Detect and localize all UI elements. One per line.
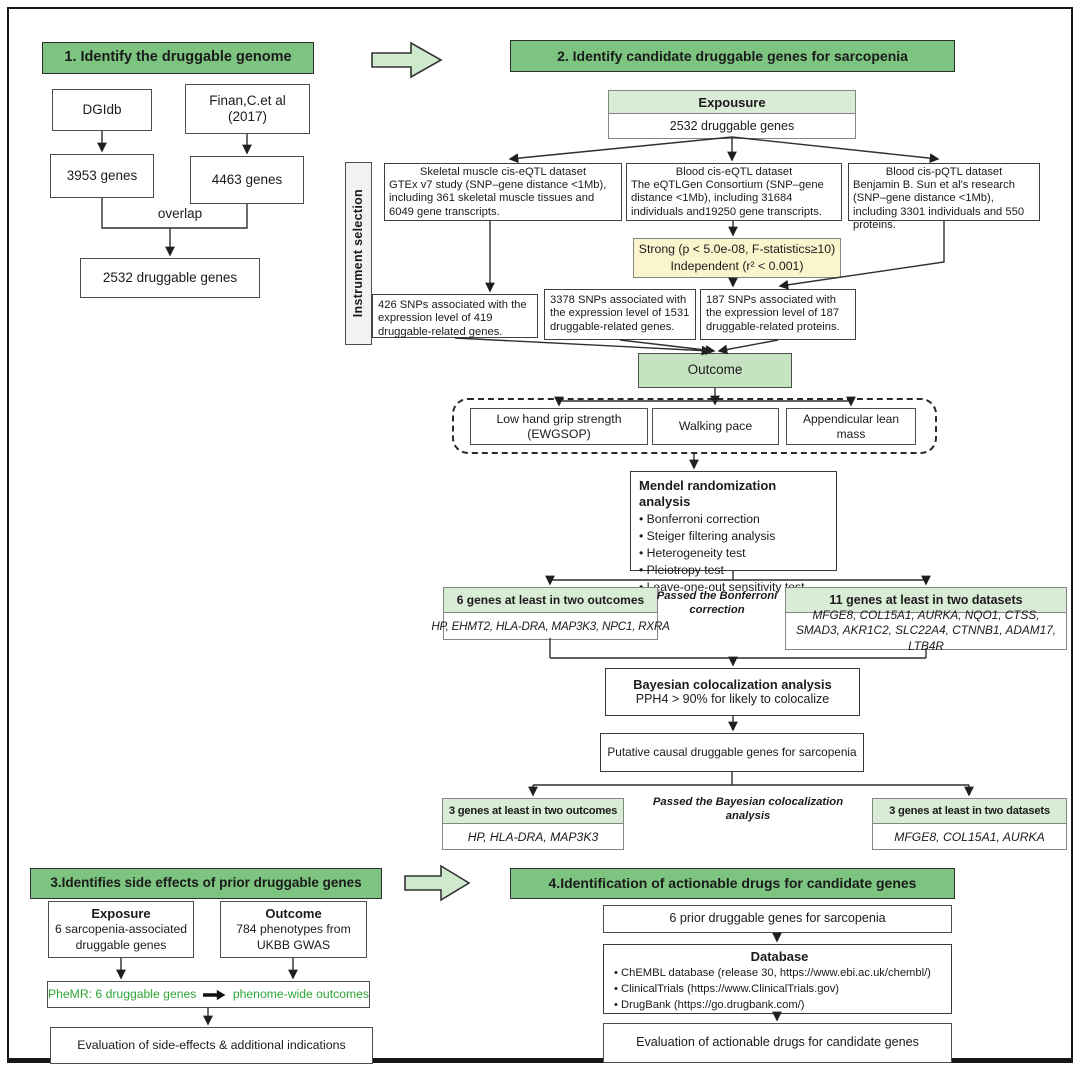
bayesian-colocalization-box: Bayesian colocalization analysis PPH4 > … — [605, 668, 860, 716]
genes6-header: 6 genes at least in two outcomes — [444, 588, 657, 613]
instrument-selection-label: Instrument selection — [345, 162, 372, 345]
dataset2-title: Blood cis-eQTL dataset — [675, 166, 793, 178]
database-title: Database — [750, 949, 809, 964]
list-item: Heterogeneity test — [639, 545, 805, 562]
dataset3-body: Benjamin B. Sun et al's research (SNP–ge… — [853, 179, 1025, 231]
genes3-outcomes-header: 3 genes at least in two outcomes — [443, 799, 623, 824]
outcome-walking-pace-box: Walking pace — [652, 408, 779, 445]
exposure-body: 2532 druggable genes — [669, 119, 795, 133]
list-item: Leave-one-out sensitivity test — [639, 579, 805, 596]
snp-result3-box: 187 SNPs associated with the expression … — [700, 289, 856, 340]
snp-result2-box: 3378 SNPs associated with the expression… — [544, 289, 696, 340]
genes3-datasets-box: 3 genes at least in two datasets MFGE8, … — [872, 798, 1067, 850]
mendel-title: Mendel randomization analysis — [639, 478, 777, 509]
section4-title: 4.Identification of actionable drugs for… — [510, 868, 955, 899]
dataset3-title: Blood cis-pQTL dataset — [885, 166, 1003, 178]
dataset-blood-pqtl-box: Blood cis-pQTL dataset Benjamin B. Sun e… — [848, 163, 1040, 231]
filter-line2: Independent (r² < 0.001) — [670, 259, 804, 273]
genes-3953-box: 3953 genes — [50, 154, 154, 198]
phemr-outcome-body: 784 phenotypes from UKBB GWAS — [236, 922, 351, 952]
bayes-title: Bayesian colocalization analysis — [633, 676, 832, 692]
mendel-randomization-box: Mendel randomization analysis Bonferroni… — [630, 471, 837, 594]
genes3-datasets-list: MFGE8, COL15A1, AURKA — [894, 829, 1045, 844]
phemr-left-text: PheMR: 6 druggable genes — [48, 987, 197, 1002]
bayes-body: PPH4 > 90% for likely to colocalize — [635, 692, 830, 707]
genes6-box: 6 genes at least in two outcomes HP, EHM… — [431, 587, 670, 640]
genes3-outcomes-list: HP, HLA-DRA, MAP3K3 — [467, 829, 599, 844]
bonferroni-note: Passed the Bonferroni correction — [656, 590, 778, 617]
outcome-lean-mass-box: Appendicular lean mass — [786, 408, 916, 445]
list-item: Steiger filtering analysis — [639, 528, 805, 545]
dataset1-body: GTEx v7 study (SNP–gene distance <1Mb), … — [389, 179, 607, 218]
dataset2-body: The eQTLGen Consortium (SNP–gene distanc… — [631, 179, 824, 218]
genes-4463-box: 4463 genes — [190, 156, 304, 204]
finan-box: Finan,C.et al (2017) — [185, 84, 310, 134]
outcome-box: Outcome — [638, 353, 792, 388]
prior-genes-box: 6 prior druggable genes for sarcopenia — [603, 905, 952, 933]
snp-result1-box: 426 SNPs associated with the expression … — [372, 294, 538, 338]
phemr-exposure-box: Exposure 6 sarcopenia-associated druggab… — [48, 901, 194, 958]
genes11-box: 11 genes at least in two datasets MFGE8,… — [785, 587, 1067, 653]
dgidb-box: DGIdb — [52, 89, 152, 131]
list-item: Pleiotropy test — [639, 562, 805, 579]
genes6-list: HP, EHMT2, HLA-DRA, MAP3K3, NPC1, RXRA — [431, 619, 670, 633]
instrument-filter-box: Strong (p < 5.0e-08, F-statistics≥10) In… — [633, 238, 841, 278]
list-item: Bonferroni correction — [639, 511, 805, 528]
phemr-exposure-header: Exposure — [91, 906, 151, 922]
phemr-outcome-header: Outcome — [265, 906, 322, 922]
mendel-items: Bonferroni correctionSteiger filtering a… — [639, 511, 805, 595]
dataset-blood-eqtl-box: Blood cis-eQTL dataset The eQTLGen Conso… — [626, 163, 842, 221]
phemr-outcome-box: Outcome 784 phenotypes from UKBB GWAS — [220, 901, 367, 958]
dataset-skeletal-muscle-box: Skeletal muscle cis-eQTL dataset GTEx v7… — [384, 163, 622, 221]
genes11-header: 11 genes at least in two datasets — [786, 588, 1066, 613]
section2-title: 2. Identify candidate druggable genes fo… — [510, 40, 955, 72]
overlap-label: overlap — [157, 206, 203, 221]
list-item: DrugBank (https://go.drugbank.com/) — [614, 997, 945, 1013]
side-effects-evaluation-box: Evaluation of side-effects & additional … — [50, 1027, 373, 1064]
druggable-genome-result-box: 2532 druggable genes — [80, 258, 260, 298]
actionable-drugs-evaluation-box: Evaluation of actionable drugs for candi… — [603, 1023, 952, 1063]
exposure-header: Expousure — [609, 91, 855, 114]
outcome-grip-strength-box: Low hand grip strength (EWGSOP) — [470, 408, 648, 445]
section1-title: 1. Identify the druggable genome — [42, 42, 314, 74]
finan-line2: (2017) — [227, 109, 268, 124]
list-item: ChEMBL database (release 30, https://www… — [614, 965, 945, 981]
database-box: Database ChEMBL database (release 30, ht… — [603, 944, 952, 1014]
genes3-outcomes-box: 3 genes at least in two outcomes HP, HLA… — [442, 798, 624, 850]
filter-line1: Strong (p < 5.0e-08, F-statistics≥10) — [638, 242, 836, 257]
exposure-box: Expousure 2532 druggable genes — [608, 90, 856, 139]
section3-title: 3.Identifies side effects of prior drugg… — [30, 868, 382, 899]
phemr-box: PheMR: 6 druggable genes phenome-wide ou… — [47, 981, 370, 1008]
arrow-right-icon — [203, 989, 226, 1000]
figure-frame — [7, 7, 1073, 1063]
list-item: ClinicalTrials (https://www.ClinicalTria… — [614, 981, 945, 997]
bayes-note: Passed the Bayesian colocalization analy… — [652, 796, 844, 823]
putative-genes-box: Putative causal druggable genes for sarc… — [600, 733, 864, 772]
genes3-datasets-header: 3 genes at least in two datasets — [873, 799, 1066, 824]
dataset1-title: Skeletal muscle cis-eQTL dataset — [419, 166, 587, 178]
finan-line1: Finan,C.et al — [209, 92, 286, 108]
database-items: ChEMBL database (release 30, https://www… — [614, 965, 945, 1014]
genes11-list: MFGE8, COL15A1, AURKA, NQO1, CTSS, SMAD3… — [795, 608, 1057, 653]
instrument-selection-text: Instrument selection — [351, 189, 365, 318]
outcomes-group — [452, 398, 937, 454]
phemr-exposure-body: 6 sarcopenia-associated druggable genes — [54, 922, 188, 952]
phemr-right-text: phenome-wide outcomes — [232, 987, 369, 1002]
